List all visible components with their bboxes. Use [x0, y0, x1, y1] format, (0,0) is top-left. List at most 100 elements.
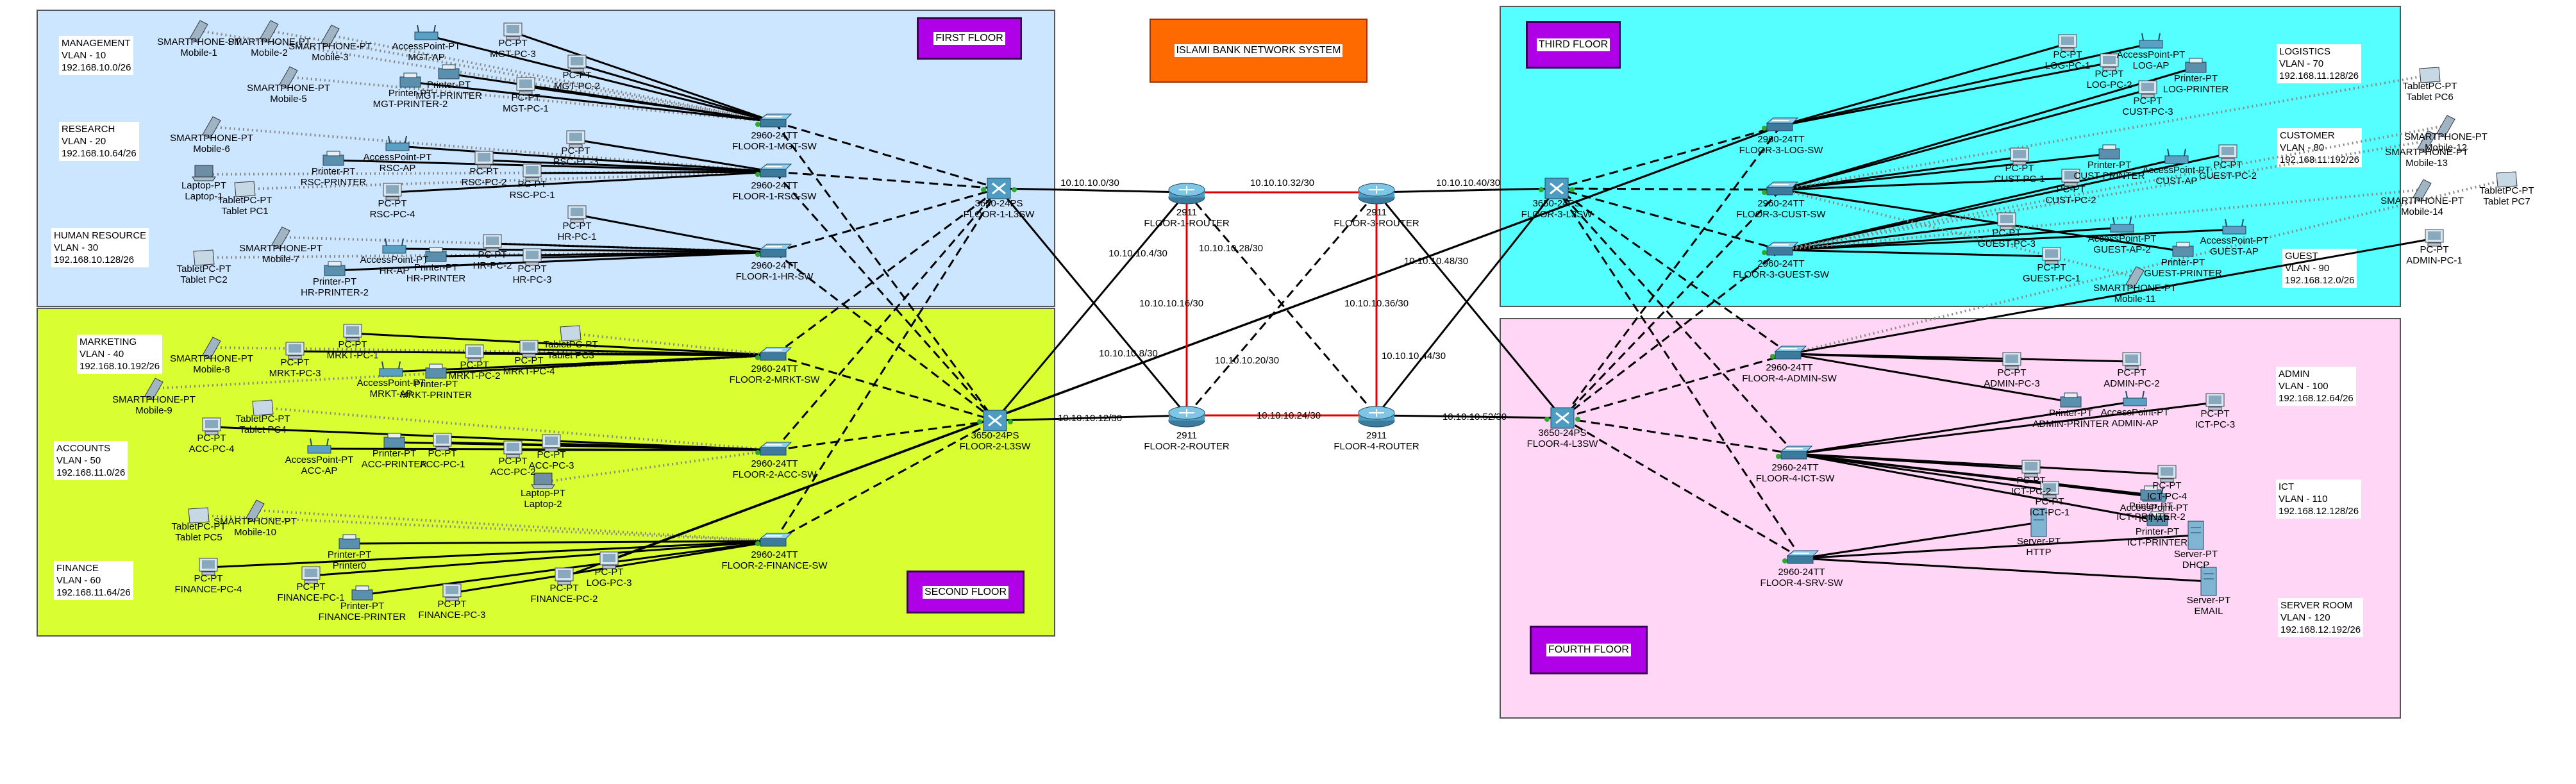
pc-icon[interactable] [483, 234, 502, 252]
ap-icon[interactable] [307, 438, 331, 454]
pc-icon[interactable] [2061, 169, 2080, 187]
printer-icon[interactable] [2146, 511, 2168, 526]
pc-icon[interactable] [2021, 460, 2041, 478]
phone-icon[interactable] [2413, 179, 2432, 202]
printer-icon[interactable] [399, 72, 421, 88]
tablet-icon[interactable] [234, 181, 256, 197]
laptop-icon[interactable] [192, 165, 216, 181]
printer-icon[interactable] [322, 151, 344, 166]
tablet-icon[interactable] [2496, 171, 2518, 188]
ap-icon[interactable] [2164, 148, 2189, 164]
pc-icon[interactable] [474, 151, 494, 169]
tablet-icon[interactable] [560, 325, 581, 342]
pc-icon[interactable] [503, 440, 523, 458]
printer-icon[interactable] [438, 64, 460, 79]
router-icon[interactable] [1168, 183, 1205, 204]
pc-icon[interactable] [567, 54, 587, 72]
phone-icon[interactable] [271, 226, 290, 249]
pc-icon[interactable] [503, 22, 523, 40]
pc-icon[interactable] [2138, 80, 2157, 98]
phone-icon[interactable] [279, 66, 298, 89]
pc-icon[interactable] [567, 205, 587, 223]
switch-icon[interactable] [759, 244, 792, 258]
server-icon[interactable] [2187, 521, 2204, 550]
switch-icon[interactable] [1774, 346, 1807, 360]
switch-icon[interactable] [1766, 181, 1799, 196]
l3-switch-icon[interactable] [1550, 407, 1575, 429]
ap-icon[interactable] [2222, 219, 2246, 235]
pc-icon[interactable] [555, 567, 574, 585]
phone-icon[interactable] [260, 20, 279, 43]
pc-icon[interactable] [2157, 465, 2177, 483]
pc-icon[interactable] [2040, 481, 2059, 499]
phone-icon[interactable] [144, 378, 163, 401]
pc-icon[interactable] [2218, 144, 2237, 162]
printer-icon[interactable] [2140, 485, 2162, 501]
pc-icon[interactable] [465, 344, 484, 362]
tablet-icon[interactable] [188, 507, 210, 524]
server-icon[interactable] [2030, 508, 2047, 537]
phone-icon[interactable] [2125, 266, 2145, 289]
pc-icon[interactable] [519, 340, 539, 358]
phone-icon[interactable] [189, 20, 208, 43]
phone-icon[interactable] [2417, 130, 2436, 153]
router-icon[interactable] [1168, 406, 1205, 428]
router-icon[interactable] [1358, 183, 1395, 204]
printer-icon[interactable] [2172, 242, 2194, 257]
pc-icon[interactable] [383, 183, 402, 201]
pc-icon[interactable] [343, 324, 362, 342]
pc-icon[interactable] [1997, 212, 2016, 230]
phone-icon[interactable] [321, 24, 340, 47]
phone-icon[interactable] [202, 337, 221, 360]
switch-icon[interactable] [759, 442, 792, 456]
ap-icon[interactable] [382, 238, 406, 254]
l3-switch-icon[interactable] [983, 410, 1007, 431]
ap-icon[interactable] [2110, 217, 2134, 233]
pc-icon[interactable] [285, 342, 305, 360]
ap-icon[interactable] [2139, 33, 2163, 49]
printer-icon[interactable] [339, 534, 360, 549]
pc-icon[interactable] [433, 433, 452, 451]
pc-icon[interactable] [442, 583, 462, 601]
pc-icon[interactable] [2002, 352, 2021, 370]
phone-icon[interactable] [2436, 115, 2455, 138]
pc-icon[interactable] [2042, 247, 2061, 265]
pc-icon[interactable] [2058, 34, 2077, 52]
phone-icon[interactable] [202, 116, 221, 139]
ap-icon[interactable] [414, 24, 439, 40]
l3-switch-icon[interactable] [987, 178, 1011, 199]
pc-icon[interactable] [2205, 393, 2225, 411]
printer-icon[interactable] [425, 247, 447, 262]
printer-icon[interactable] [2185, 58, 2207, 73]
printer-icon[interactable] [383, 433, 405, 448]
switch-icon[interactable] [759, 347, 792, 361]
pc-icon[interactable] [542, 434, 561, 452]
l3-switch-icon[interactable] [1544, 178, 1569, 199]
pc-icon[interactable] [2010, 147, 2029, 165]
switch-icon[interactable] [759, 113, 792, 128]
tablet-icon[interactable] [2419, 67, 2441, 83]
switch-icon[interactable] [759, 533, 792, 547]
tablet-icon[interactable] [193, 249, 215, 266]
router-icon[interactable] [1358, 406, 1395, 428]
switch-icon[interactable] [1766, 117, 1799, 131]
switch-icon[interactable] [1780, 446, 1813, 460]
pc-icon[interactable] [566, 130, 585, 148]
printer-icon[interactable] [2060, 392, 2082, 408]
switch-icon[interactable] [1786, 550, 1819, 564]
pc-icon[interactable] [2100, 53, 2119, 71]
ap-icon[interactable] [379, 361, 403, 377]
pc-icon[interactable] [301, 566, 321, 584]
pc-icon[interactable] [599, 551, 619, 569]
ap-icon[interactable] [2123, 390, 2147, 406]
pc-icon[interactable] [199, 558, 218, 576]
pc-icon[interactable] [523, 163, 542, 181]
pc-icon[interactable] [523, 248, 542, 266]
pc-icon[interactable] [2425, 229, 2444, 247]
server-icon[interactable] [2200, 567, 2217, 596]
pc-icon[interactable] [516, 77, 535, 95]
printer-icon[interactable] [324, 261, 346, 276]
ap-icon[interactable] [385, 135, 410, 151]
laptop-icon[interactable] [531, 472, 555, 489]
switch-icon[interactable] [759, 163, 792, 178]
